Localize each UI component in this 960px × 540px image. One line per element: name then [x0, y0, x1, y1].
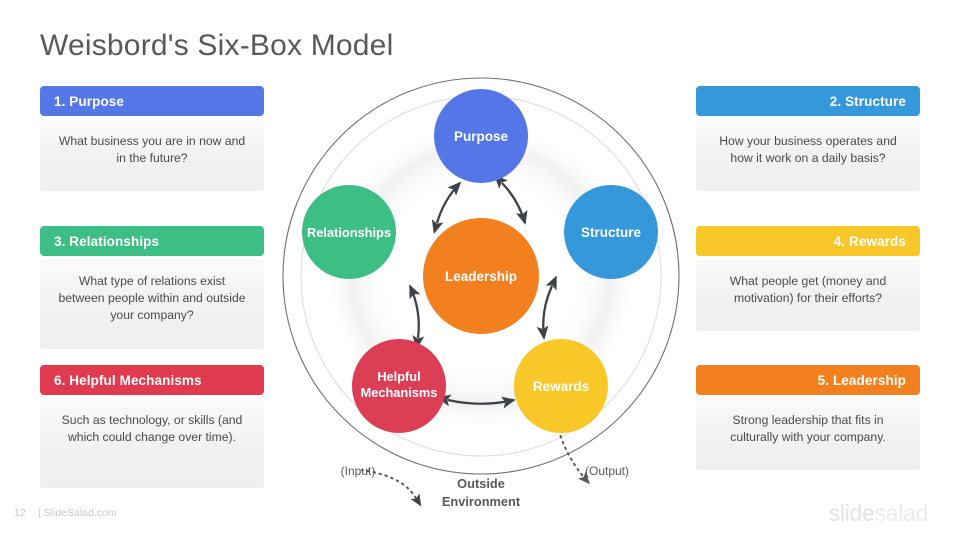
node-leadership-label: Leadership	[445, 269, 517, 284]
slidesalad-watermark: slidesalad	[828, 500, 929, 527]
card-helpful-mechanisms-body: Such as technology, or skills (and which…	[40, 398, 264, 488]
outside-environment-ring	[282, 77, 680, 475]
node-helpful-mechanisms-label-line2: Mechanisms	[361, 385, 438, 400]
card-rewards-header: 4. Rewards	[696, 226, 920, 256]
node-structure-label: Structure	[581, 225, 642, 240]
node-helpful-mechanisms-label-line1: Helpful	[377, 369, 420, 384]
card-helpful-mechanisms-header: 6. Helpful Mechanisms	[40, 365, 264, 395]
card-relationships-body: What type of relations exist between peo…	[40, 259, 264, 349]
card-structure-body: How your business operates and how it wo…	[696, 119, 920, 191]
card-rewards[interactable]: 4. Rewards What people get (money and mo…	[696, 226, 920, 331]
card-leadership[interactable]: 5. Leadership Strong leadership that fit…	[696, 365, 920, 470]
arrow-structure-rewards	[536, 275, 557, 340]
node-rewards-label: Rewards	[533, 379, 589, 394]
node-purpose-circle[interactable]	[434, 89, 528, 183]
node-structure-circle[interactable]	[564, 185, 658, 279]
input-dotted-arrow	[361, 469, 422, 507]
card-helpful-mechanisms[interactable]: 6. Helpful Mechanisms Such as technology…	[40, 365, 264, 488]
card-rewards-title: 4. Rewards	[833, 233, 906, 249]
arrow-relationships-helpful	[408, 284, 425, 350]
footer-site-link[interactable]: | SlideSalad.com	[38, 507, 117, 519]
outside-environment-label-line2: Environment	[442, 494, 521, 509]
node-helpful-mechanisms-circle[interactable]	[352, 339, 446, 433]
outside-environment-label-line1: Outside	[457, 476, 505, 491]
card-purpose[interactable]: 1. Purpose What business you are in now …	[40, 86, 264, 191]
card-purpose-body: What business you are in now and in the …	[40, 119, 264, 191]
arrow-purpose-structure	[494, 174, 528, 225]
card-relationships[interactable]: 3. Relationships What type of relations …	[40, 226, 264, 349]
card-structure-title: 2. Structure	[829, 93, 906, 109]
input-label: (Input)	[341, 464, 376, 478]
node-leadership-circle[interactable]	[423, 218, 539, 334]
card-relationships-header: 3. Relationships	[40, 226, 264, 256]
page-number: 12	[14, 507, 26, 519]
card-leadership-title: 5. Leadership	[817, 372, 906, 388]
page-title: Weisbord's Six-Box Model	[40, 29, 394, 62]
output-label: (Output)	[585, 464, 629, 478]
node-relationships-label: Relationships	[307, 225, 391, 240]
watermark-part-salad: salad	[874, 500, 929, 526]
node-relationships-circle[interactable]	[302, 185, 396, 279]
card-structure[interactable]: 2. Structure How your business operates …	[696, 86, 920, 191]
arrow-purpose-relationships	[431, 181, 462, 235]
output-dotted-arrow	[552, 405, 590, 485]
card-relationships-title: 3. Relationships	[54, 233, 160, 249]
arrow-helpful-rewards	[436, 394, 516, 409]
card-leadership-header: 5. Leadership	[696, 365, 920, 395]
node-purpose-label: Purpose	[454, 129, 509, 144]
card-helpful-mechanisms-title: 6. Helpful Mechanisms	[54, 372, 202, 388]
watermark-part-slide: slide	[828, 500, 875, 526]
card-purpose-header: 1. Purpose	[40, 86, 264, 116]
card-purpose-title: 1. Purpose	[54, 93, 125, 109]
six-box-diagram: Leadership Purpose Structure Rewards Hel…	[270, 58, 694, 518]
card-structure-header: 2. Structure	[696, 86, 920, 116]
node-rewards-circle[interactable]	[514, 339, 608, 433]
card-rewards-body: What people get (money and motivation) f…	[696, 259, 920, 331]
card-leadership-body: Strong leadership that fits in culturall…	[696, 398, 920, 470]
